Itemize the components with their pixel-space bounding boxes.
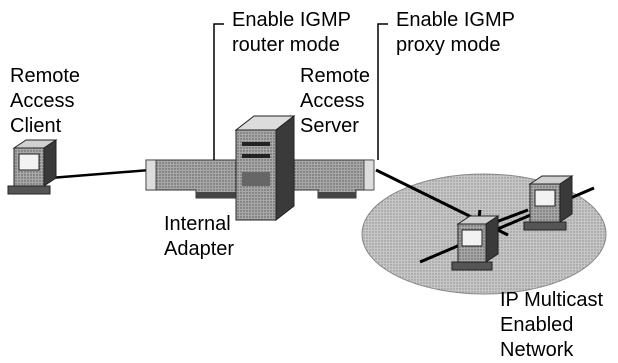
label-line: Remote <box>10 65 81 87</box>
ip-multicast-network-label: IP Multicast Enabled Network <box>500 288 603 363</box>
enable-igmp-router-label: Enable IGMP router mode <box>232 8 351 58</box>
label-line: Access <box>10 90 75 112</box>
label-line: Client <box>10 115 62 137</box>
label-line: Server <box>300 115 359 137</box>
label-line: IP Multicast <box>500 289 603 311</box>
callout-lines <box>213 23 388 160</box>
client-link <box>49 168 151 180</box>
label-line: Network <box>500 339 574 361</box>
external-adapter-card <box>286 159 375 199</box>
label-line: Remote <box>300 65 371 87</box>
internal-adapter-label: Internal Adapter <box>164 212 234 262</box>
enable-igmp-proxy-label: Enable IGMP proxy mode <box>396 8 515 58</box>
label-line: proxy mode <box>396 34 501 56</box>
network-computer-icon <box>451 215 500 271</box>
label-line: Access <box>300 90 365 112</box>
label-line: Enable IGMP <box>396 9 515 31</box>
label-line: Adapter <box>164 238 235 260</box>
remote-access-server-icon <box>234 114 296 222</box>
label-line: Enable IGMP <box>232 9 351 31</box>
network-computer-icon <box>523 175 574 231</box>
remote-access-client-label: Remote Access Client <box>10 64 80 139</box>
label-line: router mode <box>232 34 340 56</box>
client-computer-icon <box>7 139 58 195</box>
label-line: Enabled <box>500 314 574 336</box>
remote-access-server-label: Remote Access Server <box>300 64 370 139</box>
label-line: Internal <box>164 213 231 235</box>
